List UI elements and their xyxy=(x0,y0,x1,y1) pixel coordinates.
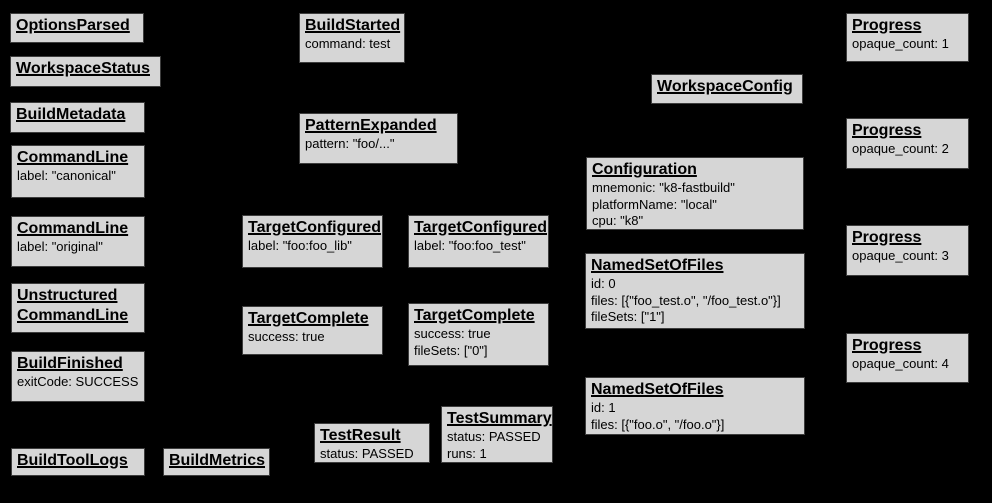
node-title: TestSummary xyxy=(447,410,552,427)
node-detail: platformName: "local" xyxy=(592,196,717,212)
node-detail: fileSets: ["1"] xyxy=(591,309,665,324)
node-title: BuildToolLogs xyxy=(17,452,128,469)
node-title: BuildStarted xyxy=(305,17,401,34)
node-test-result: TestResult status: PASSED xyxy=(314,423,430,463)
node-title: TargetConfigured xyxy=(414,219,548,236)
node-build-started: BuildStarted command: test xyxy=(299,13,405,63)
node-detail: label: "original" xyxy=(17,239,103,254)
node-detail: cpu: "k8" xyxy=(592,213,644,228)
node-command-line-canonical: CommandLine label: "canonical" xyxy=(11,145,145,198)
node-detail: id: 0 xyxy=(591,276,616,291)
node-detail: success: true xyxy=(414,326,491,341)
node-title: TargetConfigured xyxy=(248,219,382,236)
node-title: CommandLine xyxy=(17,220,129,237)
node-options-parsed: OptionsParsed xyxy=(10,13,144,43)
node-detail: pattern: "foo/..." xyxy=(305,136,395,151)
node-title: Unstructured xyxy=(17,287,118,304)
node-build-metadata: BuildMetadata xyxy=(10,102,145,133)
node-title: NamedSetOfFiles xyxy=(591,257,724,274)
node-progress-1: Progress opaque_count: 1 xyxy=(846,13,969,62)
node-detail: files: [{"foo_test.o", "/foo_test.o"}] xyxy=(591,292,781,308)
node-build-tool-logs: BuildToolLogs xyxy=(11,448,145,476)
node-detail: opaque_count: 3 xyxy=(852,248,949,263)
node-target-configured-lib: TargetConfigured label: "foo:foo_lib" xyxy=(242,215,383,268)
node-title: Configuration xyxy=(592,161,697,178)
node-build-metrics: BuildMetrics xyxy=(163,448,270,476)
node-title: CommandLine xyxy=(17,149,129,166)
node-title: OptionsParsed xyxy=(16,17,130,34)
node-title: Progress xyxy=(852,229,922,246)
node-detail: opaque_count: 2 xyxy=(852,141,949,156)
node-title: TargetComplete xyxy=(248,310,369,327)
node-named-set-of-files-0: NamedSetOfFiles id: 0 files: [{"foo_test… xyxy=(585,253,805,329)
node-detail: label: "foo:foo_lib" xyxy=(248,238,352,253)
node-progress-3: Progress opaque_count: 3 xyxy=(846,225,969,276)
node-progress-2: Progress opaque_count: 2 xyxy=(846,118,969,169)
node-named-set-of-files-1: NamedSetOfFiles id: 1 files: [{"foo.o", … xyxy=(585,377,805,435)
node-detail: fileSets: ["0"] xyxy=(414,342,488,358)
node-target-configured-test: TargetConfigured label: "foo:foo_test" xyxy=(408,215,549,268)
node-detail: success: true xyxy=(248,329,325,344)
node-target-complete-lib: TargetComplete success: true xyxy=(242,306,383,355)
node-test-summary: TestSummary status: PASSED runs: 1 xyxy=(441,406,553,463)
node-detail: status: PASSED xyxy=(447,429,541,444)
node-title: BuildMetrics xyxy=(169,452,266,469)
node-detail: label: "canonical" xyxy=(17,168,116,183)
node-detail: opaque_count: 4 xyxy=(852,356,949,371)
node-unstructured-command-line: Unstructured CommandLine xyxy=(11,283,145,333)
node-workspace-config: WorkspaceConfig xyxy=(651,74,803,104)
node-detail: id: 1 xyxy=(591,400,616,415)
node-title: TestResult xyxy=(320,427,401,444)
node-title: CommandLine xyxy=(17,307,129,324)
node-detail: mnemonic: "k8-fastbuild" xyxy=(592,180,735,195)
node-detail: opaque_count: 1 xyxy=(852,36,949,51)
node-title: BuildMetadata xyxy=(16,106,126,123)
node-detail: exitCode: SUCCESS xyxy=(17,374,139,389)
node-detail: status: PASSED xyxy=(320,446,414,461)
node-detail: runs: 1 xyxy=(447,445,487,461)
node-command-line-original: CommandLine label: "original" xyxy=(11,216,145,267)
node-workspace-status: WorkspaceStatus xyxy=(10,56,161,87)
node-title: Progress xyxy=(852,122,922,139)
node-progress-4: Progress opaque_count: 4 xyxy=(846,333,969,383)
node-pattern-expanded: PatternExpanded pattern: "foo/..." xyxy=(299,113,458,164)
node-title: WorkspaceStatus xyxy=(16,60,150,77)
node-title: NamedSetOfFiles xyxy=(591,381,724,398)
node-title: TargetComplete xyxy=(414,307,535,324)
node-detail: label: "foo:foo_test" xyxy=(414,238,526,253)
node-detail: files: [{"foo.o", "/foo.o"}] xyxy=(591,416,725,432)
node-title: PatternExpanded xyxy=(305,117,437,134)
node-title: BuildFinished xyxy=(17,355,123,372)
node-build-finished: BuildFinished exitCode: SUCCESS xyxy=(11,351,145,402)
node-configuration: Configuration mnemonic: "k8-fastbuild" p… xyxy=(586,157,804,230)
node-title: Progress xyxy=(852,17,922,34)
node-title: WorkspaceConfig xyxy=(657,78,793,95)
node-title: Progress xyxy=(852,337,922,354)
node-detail: command: test xyxy=(305,36,391,51)
node-target-complete-test: TargetComplete success: true fileSets: [… xyxy=(408,303,549,366)
